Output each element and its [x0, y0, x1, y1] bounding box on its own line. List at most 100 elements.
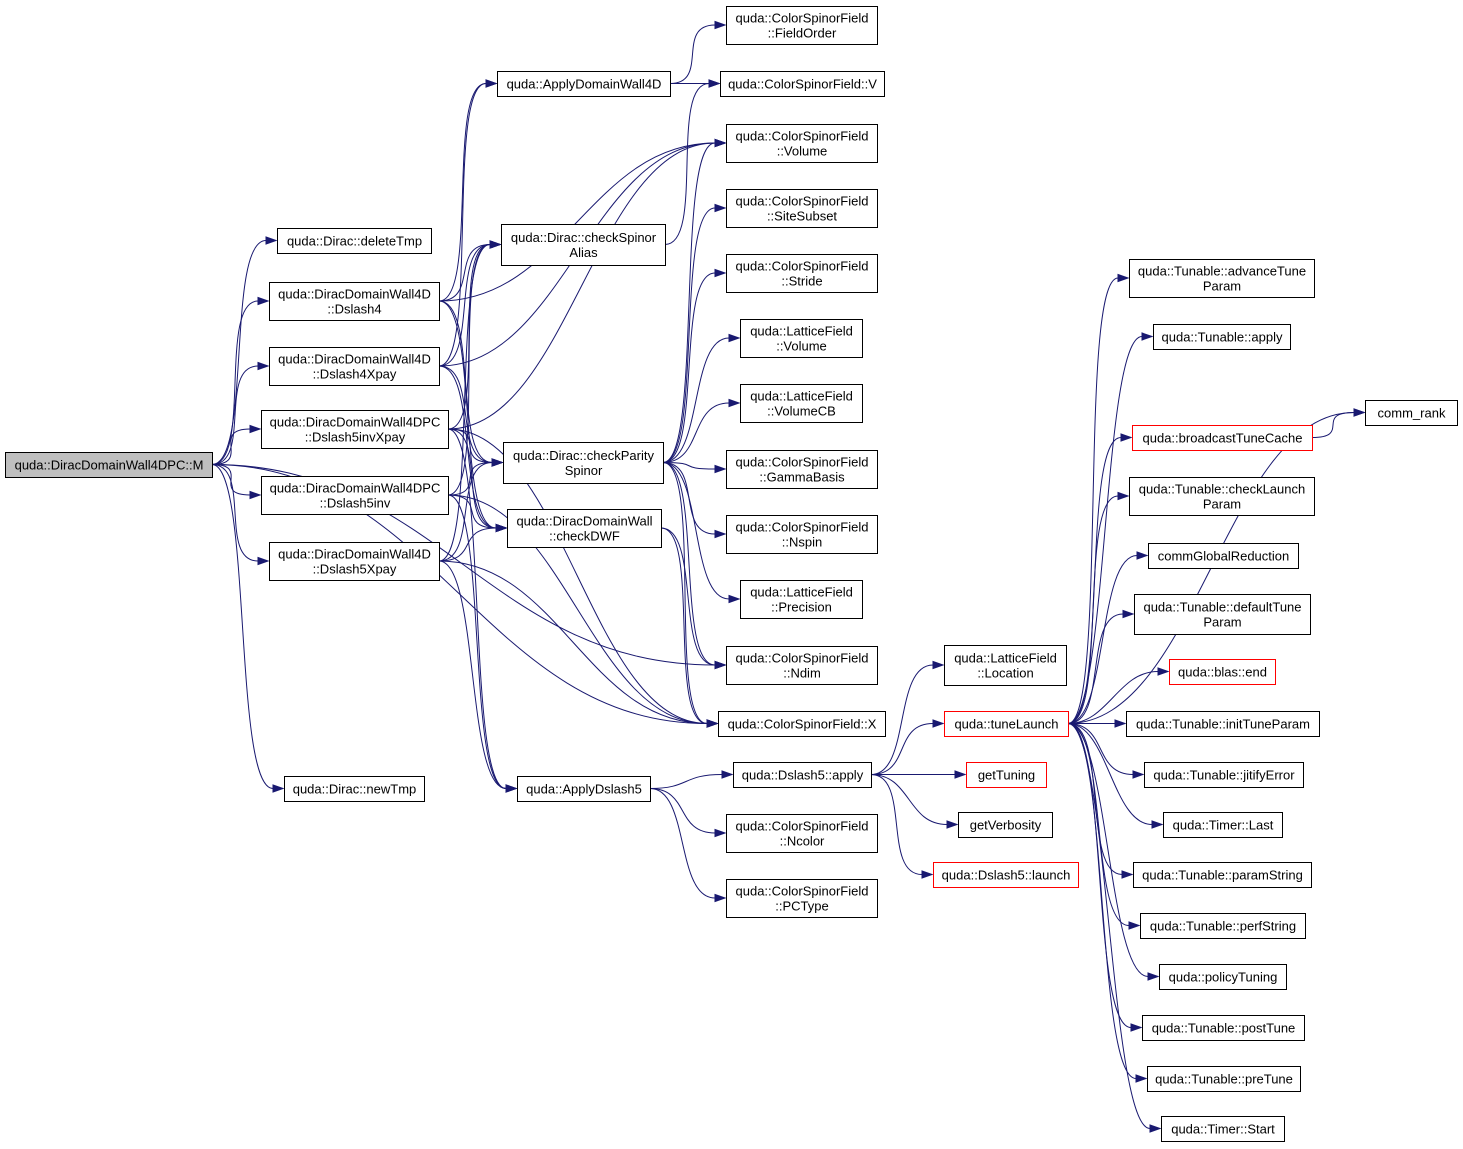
node-commGlobalReduction[interactable]: commGlobalReduction — [1148, 543, 1299, 569]
node-box-deleteTmp[interactable] — [277, 228, 432, 254]
node-Stride[interactable]: quda::ColorSpinorField::Stride — [726, 254, 878, 293]
node-box-broadcastTuneCache[interactable] — [1132, 425, 1313, 451]
node-box-getVerbosity[interactable] — [958, 812, 1053, 838]
node-initTuneParam[interactable]: quda::Tunable::initTuneParam — [1126, 711, 1320, 737]
node-box-Nspin[interactable] — [726, 515, 878, 554]
node-apply[interactable]: quda::Tunable::apply — [1153, 324, 1291, 350]
node-box-V[interactable] — [720, 71, 885, 97]
node-box-paramString[interactable] — [1133, 862, 1312, 888]
node-LFVolume[interactable]: quda::LatticeField::Volume — [740, 319, 863, 358]
node-VolumeCB[interactable]: quda::LatticeField::VolumeCB — [740, 384, 863, 423]
node-box-ApplyDslash5[interactable] — [517, 776, 651, 802]
node-box-TimerStart[interactable] — [1161, 1116, 1285, 1142]
node-PCType[interactable]: quda::ColorSpinorField::PCType — [726, 879, 878, 918]
node-X[interactable]: quda::ColorSpinorField::X — [718, 711, 886, 737]
node-Dslash5invXpay[interactable]: quda::DiracDomainWall4DPC::Dslash5invXpa… — [261, 410, 449, 449]
node-Dslash5launch[interactable]: quda::Dslash5::launch — [933, 862, 1079, 888]
node-box-comm_rank[interactable] — [1365, 400, 1458, 426]
node-paramString[interactable]: quda::Tunable::paramString — [1133, 862, 1312, 888]
node-Precision[interactable]: quda::LatticeField::Precision — [740, 580, 863, 619]
node-box-blasEnd[interactable] — [1169, 659, 1276, 685]
node-CSFVolume[interactable]: quda::ColorSpinorField::Volume — [726, 124, 878, 163]
node-box-checkParitySpinor[interactable] — [503, 442, 664, 484]
node-box-CSFVolume[interactable] — [726, 124, 878, 163]
node-policyTuning[interactable]: quda::policyTuning — [1159, 964, 1287, 990]
node-Dslash5inv[interactable]: quda::DiracDomainWall4DPC::Dslash5inv — [261, 476, 449, 515]
node-box-TimerLast[interactable] — [1163, 812, 1283, 838]
node-broadcastTuneCache[interactable]: quda::broadcastTuneCache — [1132, 425, 1313, 451]
node-box-SiteSubset[interactable] — [726, 189, 878, 228]
node-box-PCType[interactable] — [726, 879, 878, 918]
node-box-checkDWF[interactable] — [507, 509, 662, 548]
node-preTune[interactable]: quda::Tunable::preTune — [1147, 1066, 1301, 1092]
node-ApplyDomainWall4D[interactable]: quda::ApplyDomainWall4D — [497, 71, 671, 97]
node-box-VolumeCB[interactable] — [740, 384, 863, 423]
node-box-Precision[interactable] — [740, 580, 863, 619]
node-box-checkLaunchParam[interactable] — [1129, 477, 1315, 516]
node-box-Dslash5inv[interactable] — [261, 476, 449, 515]
node-M[interactable]: quda::DiracDomainWall4DPC::M — [5, 452, 213, 478]
node-Location[interactable]: quda::LatticeField::Location — [944, 645, 1067, 686]
node-FieldOrder[interactable]: quda::ColorSpinorField::FieldOrder — [726, 6, 878, 45]
node-box-jitifyError[interactable] — [1144, 762, 1304, 788]
node-box-Location[interactable] — [944, 645, 1067, 686]
node-blasEnd[interactable]: quda::blas::end — [1169, 659, 1276, 685]
node-box-X[interactable] — [718, 711, 886, 737]
node-box-Dslash4Xpay[interactable] — [269, 347, 440, 386]
node-box-checkSpinorAlias[interactable] — [501, 224, 666, 266]
node-box-newTmp[interactable] — [284, 776, 425, 802]
node-box-commGlobalReduction[interactable] — [1148, 543, 1299, 569]
node-box-policyTuning[interactable] — [1159, 964, 1287, 990]
node-box-Ncolor[interactable] — [726, 814, 878, 853]
node-deleteTmp[interactable]: quda::Dirac::deleteTmp — [277, 228, 432, 254]
node-jitifyError[interactable]: quda::Tunable::jitifyError — [1144, 762, 1304, 788]
node-box-Stride[interactable] — [726, 254, 878, 293]
node-box-apply[interactable] — [1153, 324, 1291, 350]
node-box-postTune[interactable] — [1142, 1015, 1305, 1041]
node-getVerbosity[interactable]: getVerbosity — [958, 812, 1053, 838]
node-Dslash4[interactable]: quda::DiracDomainWall4D::Dslash4 — [269, 282, 440, 321]
node-GammaBasis[interactable]: quda::ColorSpinorField::GammaBasis — [726, 450, 878, 489]
node-comm_rank[interactable]: comm_rank — [1365, 400, 1458, 426]
node-tuneLaunch[interactable]: quda::tuneLaunch — [944, 711, 1069, 737]
node-box-GammaBasis[interactable] — [726, 450, 878, 489]
node-box-LFVolume[interactable] — [740, 319, 863, 358]
node-box-tuneLaunch[interactable] — [944, 711, 1069, 737]
node-box-Dslash4[interactable] — [269, 282, 440, 321]
node-box-ApplyDomainWall4D[interactable] — [497, 71, 671, 97]
node-ApplyDslash5[interactable]: quda::ApplyDslash5 — [517, 776, 651, 802]
node-box-preTune[interactable] — [1147, 1066, 1301, 1092]
node-box-Dslash5apply[interactable] — [733, 762, 872, 788]
node-Dslash4Xpay[interactable]: quda::DiracDomainWall4D::Dslash4Xpay — [269, 347, 440, 386]
node-box-Dslash5Xpay[interactable] — [269, 542, 440, 581]
node-postTune[interactable]: quda::Tunable::postTune — [1142, 1015, 1305, 1041]
node-box-Dslash5launch[interactable] — [933, 862, 1079, 888]
node-box-getTuning[interactable] — [966, 762, 1047, 788]
node-getTuning[interactable]: getTuning — [966, 762, 1047, 788]
node-box-M[interactable] — [5, 452, 213, 478]
node-Nspin[interactable]: quda::ColorSpinorField::Nspin — [726, 515, 878, 554]
node-box-Dslash5invXpay[interactable] — [261, 410, 449, 449]
node-box-initTuneParam[interactable] — [1126, 711, 1320, 737]
node-Dslash5Xpay[interactable]: quda::DiracDomainWall4D::Dslash5Xpay — [269, 542, 440, 581]
node-checkDWF[interactable]: quda::DiracDomainWall::checkDWF — [507, 509, 662, 548]
node-TimerStart[interactable]: quda::Timer::Start — [1161, 1116, 1285, 1142]
node-SiteSubset[interactable]: quda::ColorSpinorField::SiteSubset — [726, 189, 878, 228]
node-Ndim[interactable]: quda::ColorSpinorField::Ndim — [726, 646, 878, 685]
node-box-FieldOrder[interactable] — [726, 6, 878, 45]
node-Dslash5apply[interactable]: quda::Dslash5::apply — [733, 762, 872, 788]
node-TimerLast[interactable]: quda::Timer::Last — [1163, 812, 1283, 838]
node-V[interactable]: quda::ColorSpinorField::V — [720, 71, 885, 97]
node-box-advanceTuneParam[interactable] — [1129, 259, 1315, 298]
node-newTmp[interactable]: quda::Dirac::newTmp — [284, 776, 425, 802]
node-box-Ndim[interactable] — [726, 646, 878, 685]
node-perfString[interactable]: quda::Tunable::perfString — [1140, 913, 1306, 939]
node-box-defaultTuneParam[interactable] — [1134, 594, 1311, 635]
node-box-perfString[interactable] — [1140, 913, 1306, 939]
node-Ncolor[interactable]: quda::ColorSpinorField::Ncolor — [726, 814, 878, 853]
